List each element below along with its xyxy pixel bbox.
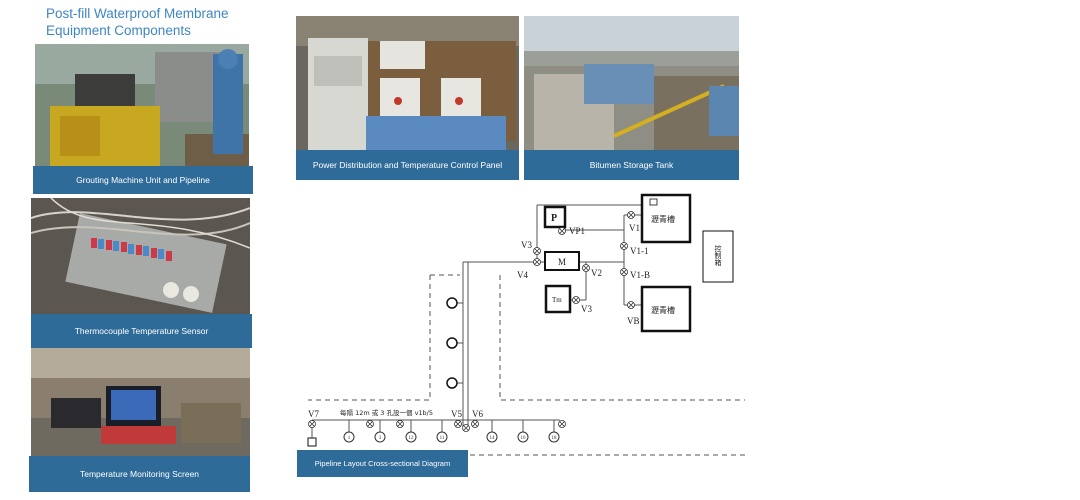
valve-v7 [308,420,316,428]
v6-label: V6 [472,409,483,419]
valve-v1-b [620,268,628,276]
power-panel-photo [296,16,519,150]
valve-vp1 [558,227,566,235]
v7-label: V7 [308,409,319,419]
valve-v1 [627,211,635,219]
valve-v3a [533,247,541,255]
v3a-label: V3 [521,240,532,250]
tank-top-label: 瀝青槽 [651,214,675,224]
grouting-machine-caption: Grouting Machine Unit and Pipeline [33,166,253,194]
page-title-line2: Equipment Components [46,23,191,38]
outlet-label: 11 [440,436,445,441]
control-box-label: 控制箱 [714,244,722,267]
bottom-outlet [436,431,448,443]
bottom-outlet [517,431,529,443]
heater-box [544,284,572,314]
grouting-machine-photo [35,44,249,166]
tank-bottom-box [640,285,692,333]
outlet-label: 16 [521,436,527,441]
v1-b-label: V1-B [630,270,650,280]
vb-label: VB [627,316,640,326]
valve-v1-1 [620,242,628,250]
page-title: Post-fill Waterproof Membrane Equipment … [46,5,266,39]
valve-vb [627,301,635,309]
bottom-outlet [374,431,386,443]
thermocouple-photo [31,198,250,314]
outlet-label: 12 [409,436,415,441]
pipeline-diagram-caption: Pipeline Layout Cross-sectional Diagram [297,450,468,477]
v5-label: V5 [451,409,462,419]
mixer-label: M [558,257,566,267]
thermocouple-caption: Thermocouple Temperature Sensor [31,314,252,348]
v1-1-label: V1-1 [630,246,649,256]
v1-label: V1 [629,223,640,233]
power-panel-caption: Power Distribution and Temperature Contr… [296,150,519,180]
monitoring-screen-photo [31,348,250,456]
riser-outlet [446,297,458,309]
vp1-label: VP1 [569,226,585,236]
outlet-label: 3 [379,436,382,441]
bitumen-tank-caption: Bitumen Storage Tank [524,150,739,180]
v4-label: V4 [517,270,528,280]
v3b-label: V3 [581,304,592,314]
valve-v3b [572,296,580,304]
bottom-outlet [343,431,355,443]
monitoring-screen-caption: Temperature Monitoring Screen [29,456,250,492]
control-box [702,230,734,283]
valve-v5 [454,420,462,428]
bitumen-tank-photo [524,16,739,150]
riser-outlet [446,337,458,349]
page-title-line1: Post-fill Waterproof Membrane [46,6,229,21]
bottom-outlet [405,431,417,443]
bottom-outlet [548,431,560,443]
mixer-box [544,251,580,271]
pump-box [543,205,567,229]
outlet-label: 14 [490,436,496,441]
outlet-label: 1 [348,436,351,441]
valve-v4 [533,258,541,266]
valve-v6 [471,420,479,428]
outlet-label: 18 [552,436,558,441]
heater-label: Tm [552,296,562,304]
riser-outlet [446,377,458,389]
valve-v2 [582,264,590,272]
tank-bottom-label: 瀝青槽 [651,305,675,315]
pipe-note: 每隔 12m 或 3 孔設一個 v1b/5 [340,408,433,417]
pump-label: P [551,213,557,224]
bottom-outlet [486,431,498,443]
v2-label: V2 [591,268,602,278]
